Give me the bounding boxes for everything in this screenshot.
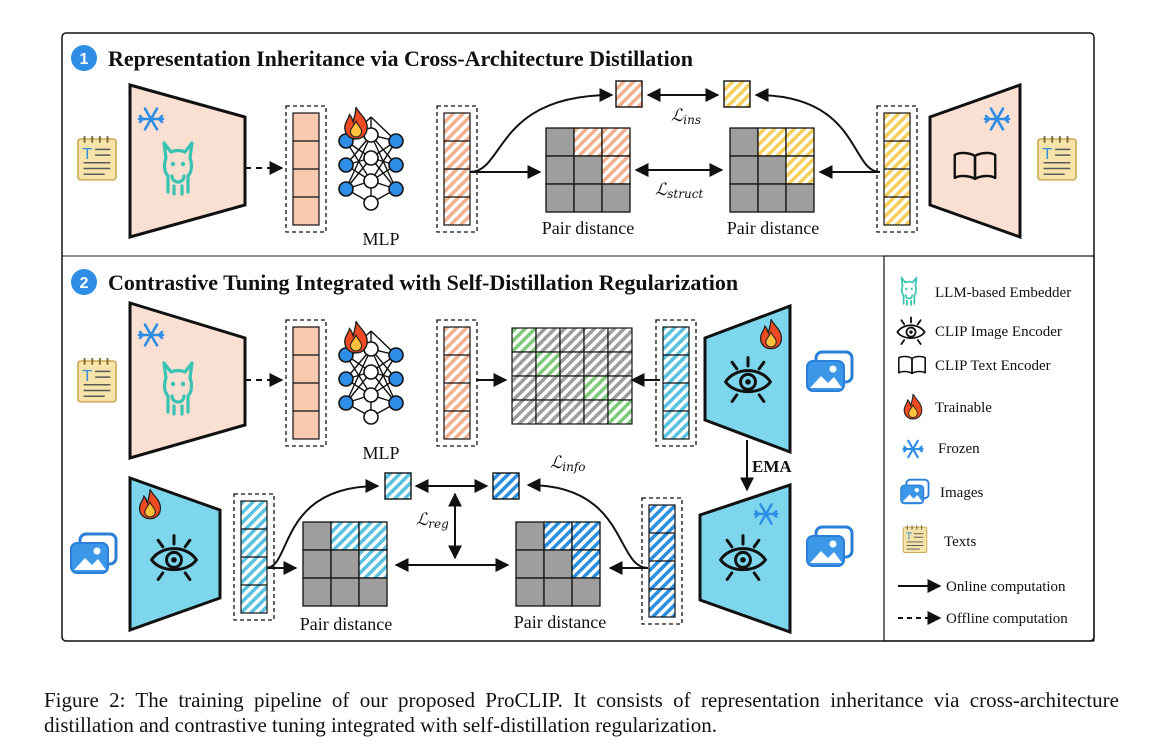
online-arrow <box>526 478 649 569</box>
online-arrow <box>754 88 881 173</box>
book-icon <box>897 355 927 375</box>
student-token <box>615 80 643 108</box>
projected-vector <box>436 105 478 233</box>
online-arrow <box>265 479 380 569</box>
fire-icon <box>344 320 368 354</box>
llm-embedding-vector <box>285 319 327 447</box>
loss-reg-label: ℒreg <box>416 510 449 531</box>
teacher-token <box>492 472 520 500</box>
section2-header: 2 Contrastive Tuning Integrated with Sel… <box>71 269 738 295</box>
figure-caption: Figure 2: The training pipeline of our p… <box>44 688 1119 738</box>
info-similarity-matrix <box>511 327 633 425</box>
pair-distance-matrix-student <box>545 127 631 213</box>
similarity-cell <box>607 351 633 377</box>
legend-label: Trainable <box>935 400 992 416</box>
similarity-cell <box>607 399 633 425</box>
pair-distance-label: Pair distance <box>300 614 392 634</box>
fire-icon <box>344 106 368 140</box>
online-arrow <box>469 88 614 173</box>
legend: LLM-based Embedder CLIP Image Encoder CL… <box>896 276 1071 627</box>
clip-text-embedding-vector <box>876 105 918 233</box>
section2-number-badge <box>71 269 97 295</box>
images-icon <box>805 525 854 568</box>
pair-distance-label: Pair distance <box>727 218 819 238</box>
pair-distance-label: Pair distance <box>542 218 634 238</box>
legend-label: Online computation <box>946 579 1066 595</box>
student-token <box>384 472 412 500</box>
clip-image-embedding-vector <box>655 319 697 447</box>
similarity-cell <box>559 399 585 425</box>
section1-header: 1 Representation Inheritance via Cross-A… <box>71 45 693 71</box>
legend-label: CLIP Image Encoder <box>935 324 1062 340</box>
projected-vector <box>436 319 478 447</box>
legend-label: Offline computation <box>946 611 1068 627</box>
similarity-cell <box>535 399 561 425</box>
llm-embedder-encoder <box>128 83 247 239</box>
section1-number-badge <box>71 45 97 71</box>
legend-label: Images <box>940 485 983 501</box>
similarity-cell <box>583 375 609 401</box>
text-document-icon <box>76 135 118 181</box>
ema-embedding-vector <box>641 497 683 625</box>
loss-info-label: ℒinfo <box>550 453 585 474</box>
pair-distance-matrix-student-image <box>302 521 388 607</box>
section1-title: Representation Inheritance via Cross-Arc… <box>108 46 693 71</box>
similarity-cell <box>607 327 633 353</box>
mlp-label: MLP <box>362 229 399 249</box>
loss-ins-label: ℒins <box>671 106 701 127</box>
legend-label: Texts <box>944 534 976 550</box>
images-icon <box>69 532 118 575</box>
section2-number: 2 <box>80 275 89 292</box>
fire-icon <box>903 393 923 420</box>
legend-label: Frozen <box>938 441 980 457</box>
llama-icon <box>900 276 918 306</box>
legend-label: LLM-based Embedder <box>935 285 1071 301</box>
teacher-token <box>723 80 751 108</box>
similarity-cell <box>607 375 633 401</box>
similarity-cell <box>559 375 585 401</box>
caption-text: Figure 2: The training pipeline of our p… <box>44 688 1119 737</box>
similarity-cell <box>583 399 609 425</box>
section1-number: 1 <box>80 51 89 68</box>
llm-embedder-encoder <box>128 300 247 460</box>
similarity-cell <box>559 351 585 377</box>
images-icon <box>805 350 854 393</box>
similarity-cell <box>583 327 609 353</box>
similarity-cell <box>511 351 537 377</box>
legend-panel <box>883 255 1095 642</box>
llm-embedding-vector <box>285 105 327 233</box>
pair-distance-label: Pair distance <box>514 612 606 632</box>
images-icon <box>899 478 930 505</box>
loss-struct-label: ℒstruct <box>655 180 703 201</box>
similarity-cell <box>583 351 609 377</box>
text-document-icon <box>76 357 118 403</box>
student-image-embedding-vector <box>233 493 275 621</box>
ema-label: EMA <box>752 457 792 476</box>
similarity-cell <box>511 327 537 353</box>
similarity-cell <box>535 375 561 401</box>
figure-canvas: T <box>61 32 1095 642</box>
text-document-icon <box>902 524 928 554</box>
eye-icon <box>896 316 926 345</box>
similarity-cell <box>535 327 561 353</box>
pair-distance-matrix-ema <box>515 521 601 607</box>
similarity-cell <box>511 375 537 401</box>
section2-title: Contrastive Tuning Integrated with Self-… <box>108 270 738 295</box>
mlp-label: MLP <box>362 443 399 463</box>
snowflake-icon <box>902 439 924 459</box>
legend-label: CLIP Text Encoder <box>935 358 1051 374</box>
text-document-icon <box>1036 135 1078 181</box>
similarity-cell <box>511 399 537 425</box>
similarity-cell <box>535 351 561 377</box>
similarity-cell <box>559 327 585 353</box>
pair-distance-matrix-teacher <box>729 127 815 213</box>
